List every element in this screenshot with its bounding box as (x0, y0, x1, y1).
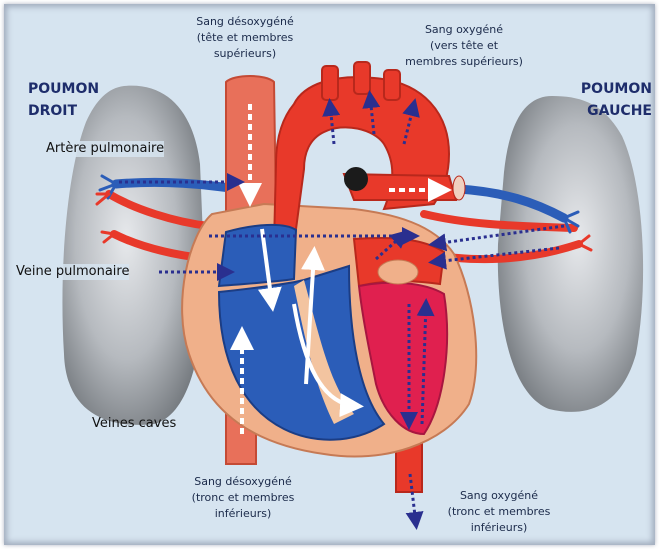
label-top-left: Sang désoxygéné (tête et membres supérie… (170, 14, 320, 62)
label-pulmonary-artery: Artère pulmonaire (46, 141, 164, 157)
label-bottom-right: Sang oxygéné (tronc et membres inférieur… (424, 488, 574, 536)
right-atrium (219, 225, 296, 286)
label-lung-left: POUMON GAUCHE (574, 78, 652, 122)
label-venae-cavae: Veines caves (92, 416, 176, 432)
diagram-frame: Sang désoxygéné (tête et membres supérie… (4, 4, 655, 545)
label-bottom-left: Sang désoxygéné (tronc et membres inféri… (168, 474, 318, 522)
label-pulmonary-vein: Veine pulmonaire (16, 264, 129, 280)
label-top-right: Sang oxygéné (vers tête et membres supér… (389, 22, 539, 70)
label-lung-right: POUMON DROIT (28, 78, 99, 122)
mitral-valve (378, 260, 418, 284)
